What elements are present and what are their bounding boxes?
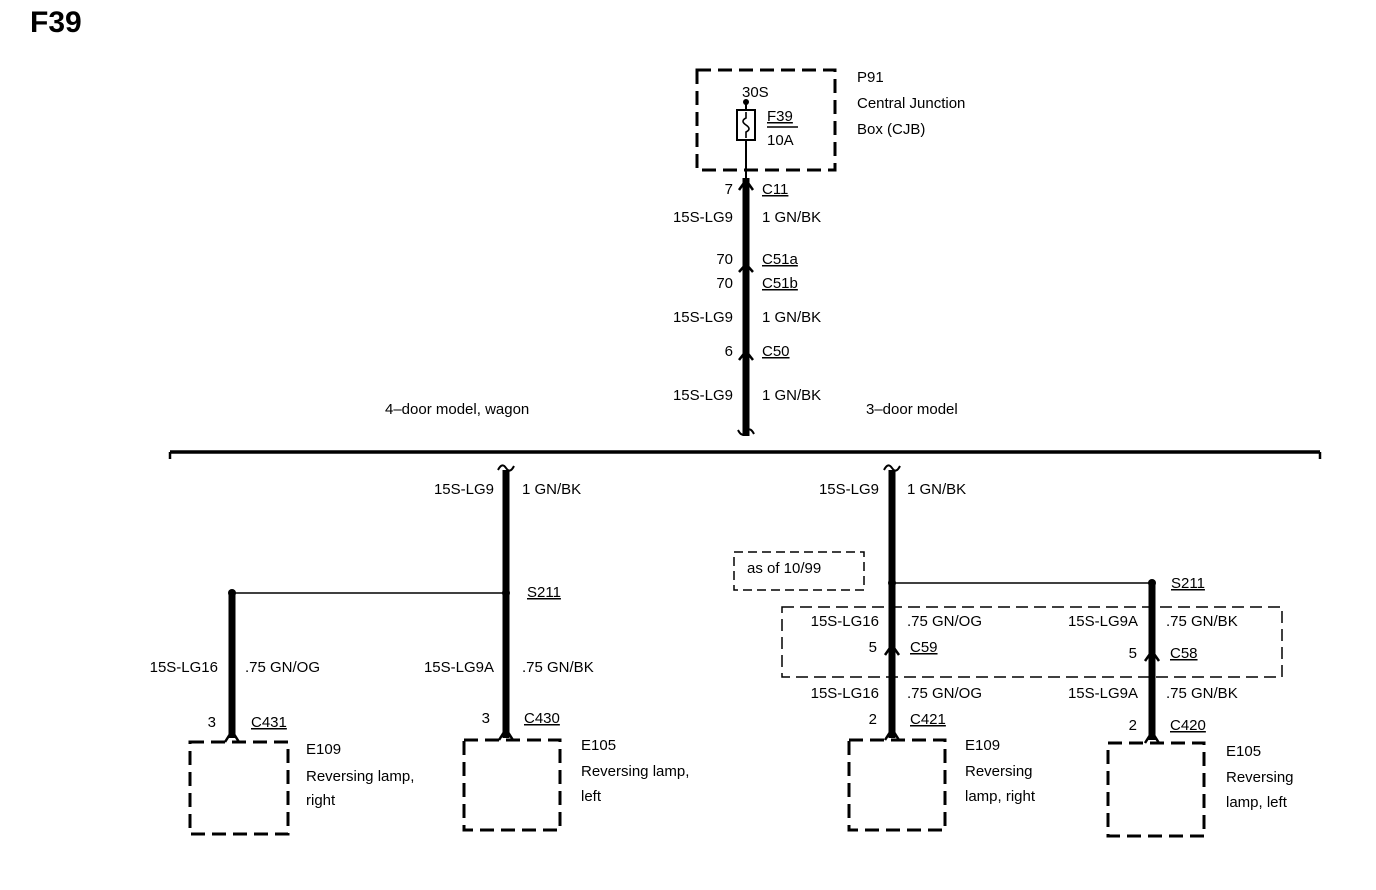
c431-connector: C431 [251,714,287,731]
right-e109-circuit-a: 15S-LG16 [811,613,879,630]
cjb-box [695,68,837,172]
c11-connector: C11 [762,181,788,198]
left-e105-spec: .75 GN/BK [522,659,594,676]
inline-connector-box [781,606,1283,678]
left-branch-spec: 1 GN/BK [522,481,581,498]
c59-pin: 5 [869,639,877,656]
right-branch-circuit: 15S-LG9 [819,481,879,498]
cjb-name-line1: Central Junction [857,95,965,112]
left-e105-name2: left [581,788,602,805]
c421-pin: 2 [869,711,877,728]
label-3door: 3–door model [866,401,958,418]
c58-connector-icon [1143,648,1161,662]
trunk-wire2-spec: 1 GN/BK [762,309,821,326]
left-branch-circuit: 15S-LG9 [434,481,494,498]
trunk-wire3-circuit: 15S-LG9 [673,387,733,404]
left-e109-lamp-box [188,740,290,836]
right-e105-circuit-a: 15S-LG9A [1068,613,1138,630]
right-e105-circuit-b: 15S-LG9A [1068,685,1138,702]
fuse-rating: 10A [767,132,794,149]
c421-connector: C421 [910,711,946,728]
c59-connector: C59 [910,639,938,656]
c58-pin: 5 [1129,645,1137,662]
c420-connector: C420 [1170,717,1206,734]
c51a-pin: 70 [716,251,733,268]
c50-connector: C50 [762,343,790,360]
right-e109-id: E109 [965,737,1000,754]
left-e105-name1: Reversing lamp, [581,763,689,780]
left-e105-circuit: 15S-LG9A [424,659,494,676]
trunk-wire1-circuit: 15S-LG9 [673,209,733,226]
cjb-name-line2: Box (CJB) [857,121,925,138]
c11-pin: 7 [725,181,733,198]
left-e105-lamp-box [462,738,562,832]
c11-connector-icon [737,177,755,191]
c51a-connector: C51a [762,251,799,268]
left-e109-id: E109 [306,741,341,758]
c51b-pin: 70 [716,275,733,292]
c431-connector-icon [223,728,241,743]
trunk-wire1-spec: 1 GN/BK [762,209,821,226]
c430-pin: 3 [482,710,490,727]
trunk-wire2-circuit: 15S-LG9 [673,309,733,326]
left-branch-break-icon [497,464,515,472]
trunk-break-icon [737,428,755,436]
left-splice-id: S211 [527,584,561,601]
c430-connector-icon [497,726,515,741]
cjb-terminal-30s: 30S [742,84,769,101]
fuse-id: F39 [767,108,793,125]
c431-pin: 3 [208,714,216,731]
right-e109-circuit-b: 15S-LG16 [811,685,879,702]
right-splice-id: S211 [1171,575,1205,592]
label-4door-wagon: 4–door model, wagon [385,401,529,418]
c59-connector-icon [883,642,901,656]
left-e109-circuit: 15S-LG16 [150,659,218,676]
trunk-wire3-spec: 1 GN/BK [762,387,821,404]
c430-connector: C430 [524,710,560,727]
c420-pin: 2 [1129,717,1137,734]
left-e109-name1: Reversing lamp, [306,768,414,785]
left-e109-spec: .75 GN/OG [245,659,320,676]
c58-connector: C58 [1170,645,1198,662]
right-e105-spec-b: .75 GN/BK [1166,685,1238,702]
note-as-of-1099: as of 10/99 [747,560,821,577]
right-e109-spec-a: .75 GN/OG [907,613,982,630]
fuse-element-icon [742,112,750,138]
page-title: F39 [30,6,82,39]
right-e105-lamp-box [1106,741,1206,838]
right-e109-name2: lamp, right [965,788,1036,805]
right-e105-name1: Reversing [1226,769,1294,786]
c50-connector-icon [738,348,754,361]
right-e105-spec-a: .75 GN/BK [1166,613,1238,630]
right-e105-name2: lamp, left [1226,794,1288,811]
note-box [733,551,865,591]
cjb-id: P91 [857,69,884,86]
right-splice-dot-left [888,579,896,587]
c51a-connector-icon [738,262,754,273]
c420-connector-icon [1143,729,1161,744]
right-e109-name1: Reversing [965,763,1033,780]
right-e105-id: E105 [1226,743,1261,760]
left-e105-id: E105 [581,737,616,754]
right-branch-spec: 1 GN/BK [907,481,966,498]
right-e109-lamp-box [847,738,947,832]
left-splice-dot-right [502,589,510,597]
c50-pin: 6 [725,343,733,360]
left-e109-name2: right [306,792,336,809]
c51b-connector: C51b [762,275,798,292]
right-branch-break-icon [883,464,901,472]
right-e109-spec-b: .75 GN/OG [907,685,982,702]
c421-connector-icon [883,726,901,741]
